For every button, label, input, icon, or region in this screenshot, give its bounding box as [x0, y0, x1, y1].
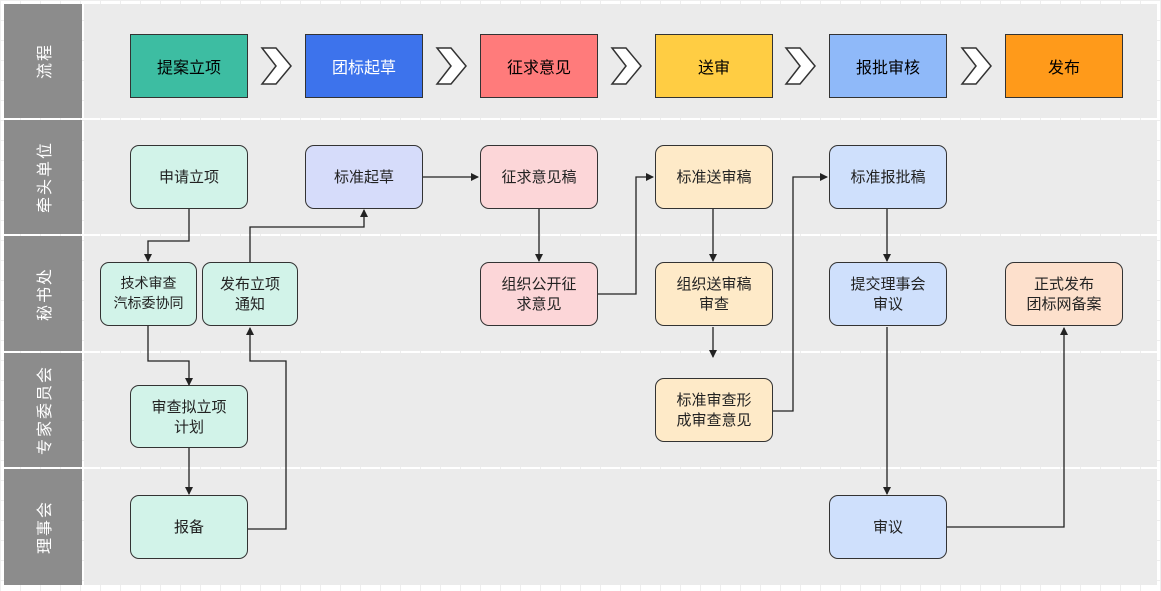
node-organize-comment[interactable]: 组织公开征 求意见: [480, 262, 598, 326]
stage-proposal[interactable]: 提案立项: [130, 34, 248, 98]
stage-proposal-label: 提案立项: [156, 58, 221, 77]
link-opinion-to-approval-draft: [772, 173, 828, 412]
stage-drafting-label: 团标起草: [331, 58, 396, 77]
link-filing-to-publish-notice: [246, 327, 287, 530]
stage-publish[interactable]: 发布: [1005, 34, 1123, 98]
link-deliberate-to-release: [947, 327, 1068, 528]
lane-expert-body: [84, 353, 1157, 467]
stage-approval[interactable]: 报批审核: [829, 34, 947, 98]
lane-label-secretariat: 秘书处: [4, 236, 82, 351]
node-official-release[interactable]: 正式发布 团标网备案: [1005, 262, 1123, 326]
link-organize-to-submit-draft: [598, 173, 654, 295]
chevron-right-icon: [960, 47, 992, 85]
lane-label-expert-committee: 专家委员会: [4, 353, 82, 467]
chevron-right-icon: [435, 47, 467, 85]
lane-lead-unit-body: [84, 120, 1157, 234]
node-tech-review[interactable]: 技术审查 汽标委协同: [100, 262, 197, 326]
node-submit-draft[interactable]: 标准送审稿: [655, 145, 773, 209]
node-filing[interactable]: 报备: [130, 495, 248, 559]
node-approval-draft[interactable]: 标准报批稿: [829, 145, 947, 209]
node-review-plan[interactable]: 审查拟立项 计划: [130, 385, 248, 448]
stage-submission[interactable]: 送审: [655, 34, 773, 98]
stage-publish-label: 发布: [1047, 58, 1080, 77]
node-publish-notice[interactable]: 发布立项 通知: [202, 262, 298, 326]
stage-submission-label: 送审: [697, 58, 730, 77]
link-publish-notice-to-draft: [249, 209, 368, 262]
node-submit-council[interactable]: 提交理事会 审议: [829, 262, 947, 326]
node-draft-standard[interactable]: 标准起草: [305, 145, 423, 209]
node-deliberate[interactable]: 审议: [829, 495, 947, 559]
node-organize-review[interactable]: 组织送审稿 审查: [655, 262, 773, 326]
link-tech-review-to-review-plan: [147, 326, 193, 386]
stage-drafting[interactable]: 团标起草: [305, 34, 423, 98]
node-comment-draft[interactable]: 征求意见稿: [480, 145, 598, 209]
lane-label-council: 理事会: [4, 469, 82, 585]
lane-label-process: 流程: [4, 4, 82, 118]
chevron-right-icon: [610, 47, 642, 85]
node-form-opinion[interactable]: 标准审查形 成审查意见: [655, 378, 773, 442]
stage-consultation-label: 征求意见: [506, 58, 571, 77]
lane-label-lead-unit: 牵头单位: [4, 120, 82, 234]
chevron-right-icon: [260, 47, 292, 85]
stage-consultation[interactable]: 征求意见: [480, 34, 598, 98]
node-apply-project[interactable]: 申请立项: [130, 145, 248, 209]
link-apply-to-tech-review: [144, 209, 190, 262]
chevron-right-icon: [784, 47, 816, 85]
stage-approval-label: 报批审核: [855, 58, 920, 77]
